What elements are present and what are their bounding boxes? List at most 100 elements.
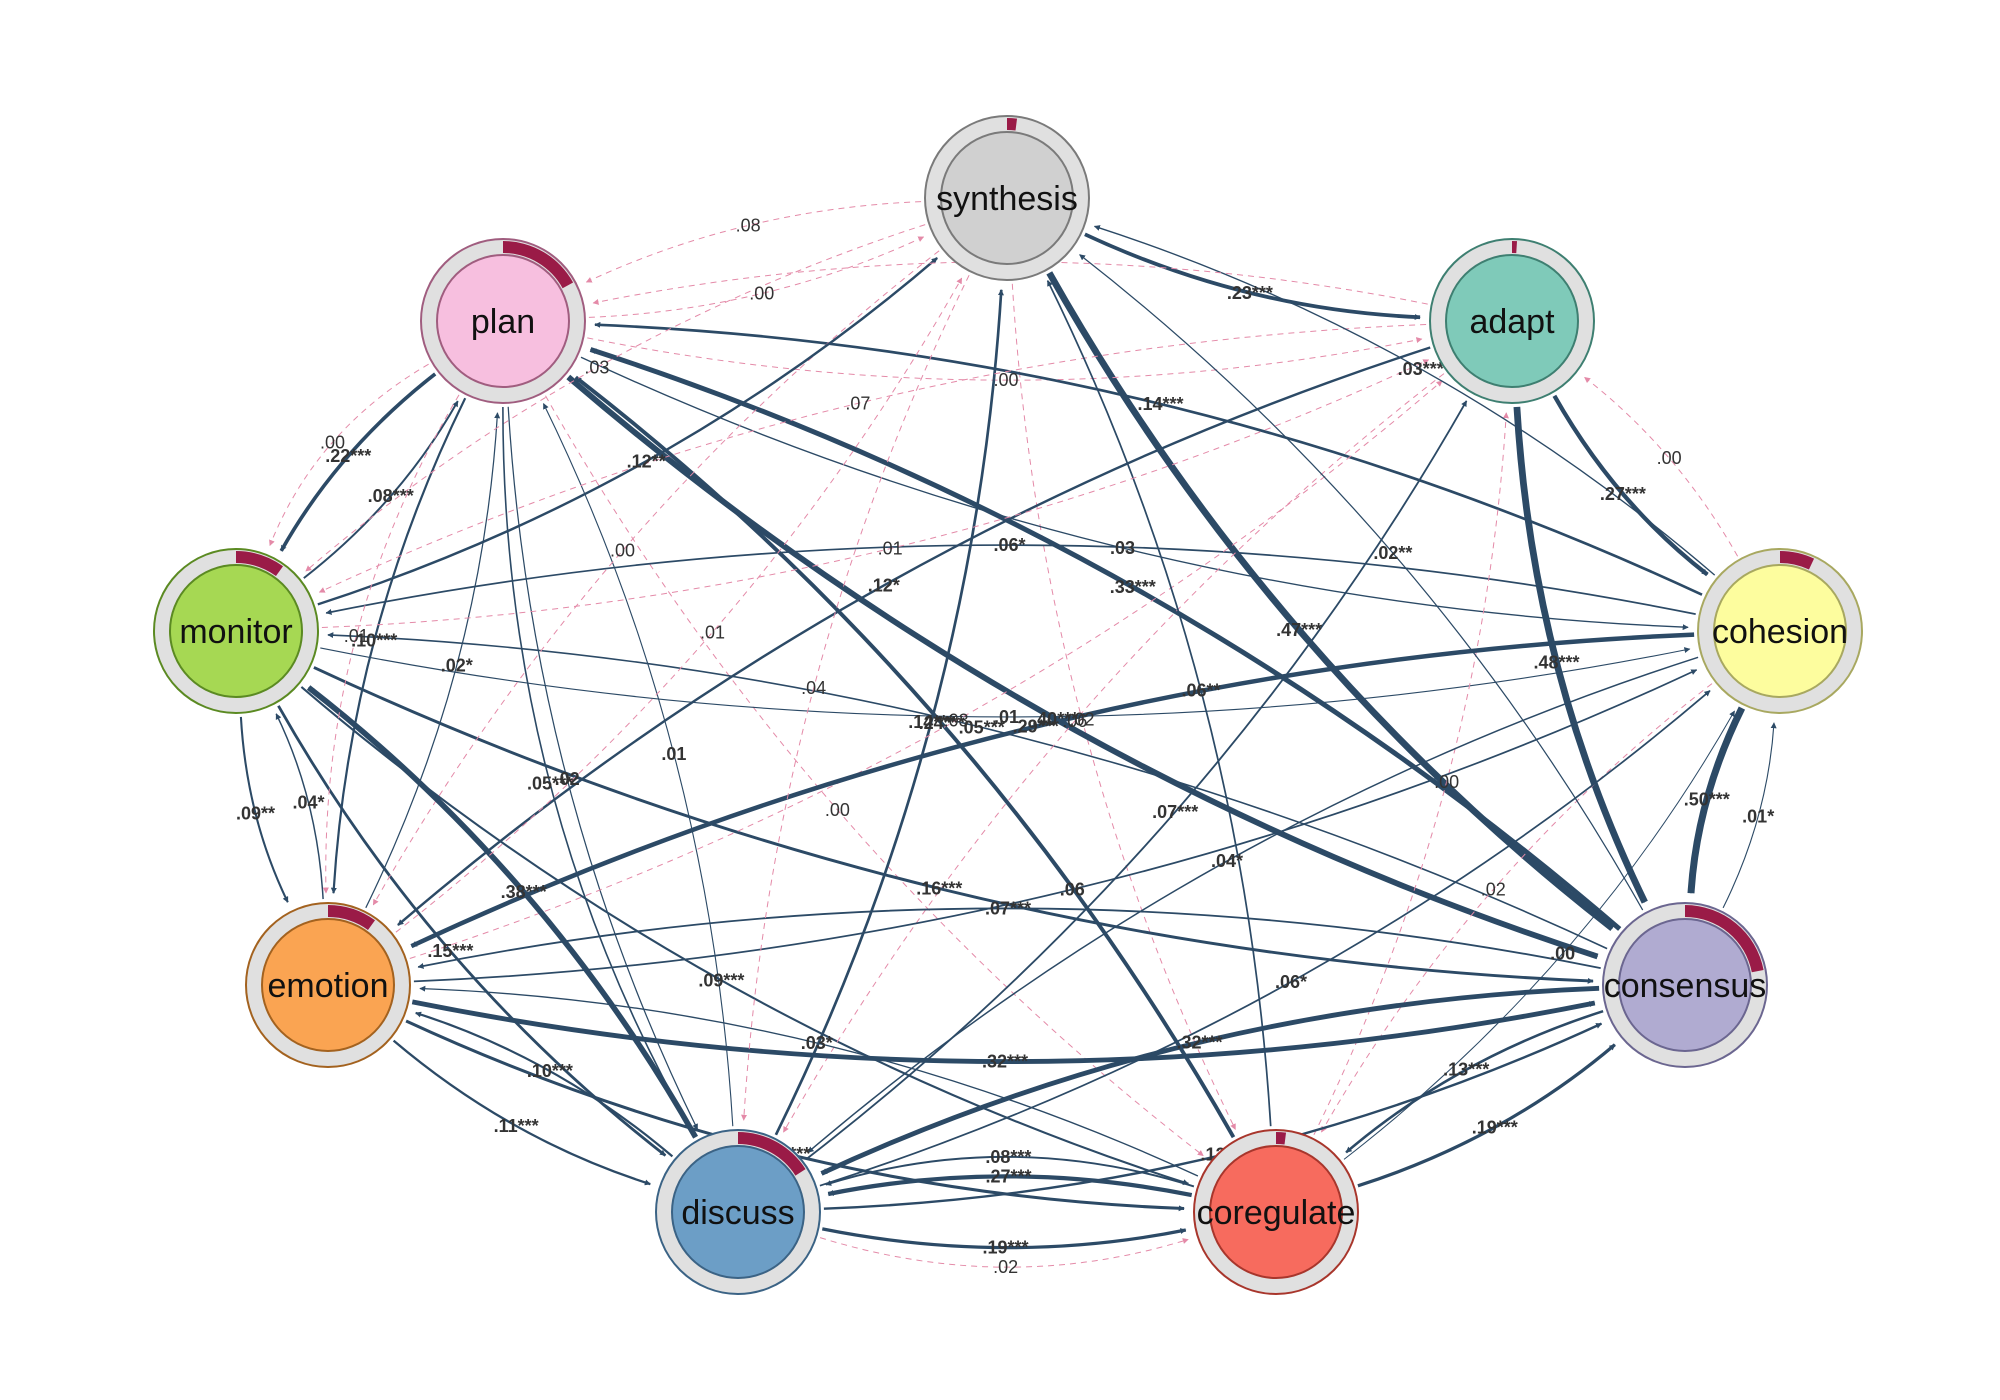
edge-synthesis-to-adapt [1084,232,1421,320]
edges-layer [239,201,1777,1268]
edge-label-cohesion-to-consensus: .50*** [1684,790,1730,810]
edge-discuss-to-adapt [805,400,1468,1161]
edge-label-coregulate-to-cohesion: .00 [1550,944,1575,964]
node-core-discuss [671,1145,805,1279]
edge-synthesis-to-consensus [1046,271,1615,932]
edge-label-consensus-to-emotion: .07*** [985,898,1031,918]
edge-coregulate-to-adapt [1313,412,1509,1136]
edge-coregulate-to-plan [574,375,1236,1139]
edge-label-synthesis-to-coregulate: .02 [1069,709,1094,729]
edge-label-plan-to-discuss: .05*** [527,774,573,794]
node-coregulate[interactable]: coregulate [1193,1129,1359,1295]
edge-plan-to-monitor [279,372,437,552]
edge-adapt-to-discuss [783,373,1445,1133]
edge-monitor-to-adapt [321,359,1430,628]
edge-label-coregulate-to-discuss: .27*** [985,1166,1031,1186]
node-cohesion[interactable]: cohesion [1697,548,1863,714]
node-plan[interactable]: plan [420,238,586,404]
node-label-emotion: emotion [268,967,389,1005]
edge-coregulate-to-synthesis [1046,280,1272,1127]
edge-cohesion-to-emotion [410,632,1695,949]
node-monitor[interactable]: monitor [153,548,319,714]
edge-label-consensus-to-synthesis: .02** [1373,543,1412,563]
node-pie-discuss [738,1132,806,1176]
edge-label-synthesis-to-consensus: .47*** [1276,620,1322,640]
edge-monitor-to-emotion [239,716,289,903]
edge-label-coregulate-to-synthesis: .06** [1181,681,1220,701]
edge-emotion-to-plan [365,412,501,909]
edge-label-emotion-to-synthesis: .01 [700,622,725,642]
edge-label-discuss-to-adapt: .07*** [1152,802,1198,822]
edge-label-plan-to-cohesion: .03 [1110,538,1135,558]
edge-consensus-to-synthesis [1079,254,1644,911]
edge-label-emotion-to-consensus: .32*** [982,1052,1028,1072]
node-pie-plan [503,241,574,289]
edge-label-emotion-to-discuss: .11*** [494,1116,539,1136]
edge-coregulate-to-discuss [827,1174,1193,1198]
edge-label-adapt-to-consensus: .48*** [1533,652,1579,672]
node-consensus[interactable]: consensus [1602,902,1768,1068]
node-pie-synthesis [1007,118,1018,131]
edge-label-emotion-to-cohesion: .06 [1060,879,1085,899]
edge-consensus-to-monitor [327,632,1608,950]
edge-plan-to-discuss [502,406,694,1133]
edge-label-consensus-to-discuss: .32*** [1176,1032,1222,1052]
edge-consensus-to-emotion [417,907,1601,970]
edge-synthesis-to-discuss [741,274,970,1121]
edge-label-consensus-to-plan: .33*** [1110,577,1156,597]
node-core-monitor [169,564,303,698]
edge-plan-to-emotion [330,397,467,894]
edge-plan-to-cohesion [580,356,1689,631]
node-emotion[interactable]: emotion [245,902,411,1068]
edge-plan-to-adapt [587,337,1423,381]
edge-label-coregulate-to-adapt: .00 [1434,772,1459,792]
edge-synthesis-to-coregulate [1011,283,1236,1130]
node-core-plan [436,254,570,388]
edge-emotion-to-adapt [409,380,1443,959]
node-synthesis[interactable]: synthesis [924,115,1090,281]
edge-label-cohesion-to-discuss: .04* [1211,851,1243,871]
edge-label-monitor-to-plan: .08*** [368,486,414,506]
edge-label-discuss-to-coregulate: .19*** [982,1238,1028,1258]
edge-label-cohesion-to-coregulate: .02 [1481,880,1506,900]
node-core-synthesis [940,131,1074,265]
edge-adapt-to-emotion [397,346,1431,927]
edge-label-consensus-to-monitor: .05*** [959,717,1005,737]
edge-cohesion-to-monitor [325,544,1696,615]
edge-label-discuss-to-cohesion: .06* [1275,972,1307,992]
edge-label-synthesis-to-plan: .08 [736,216,761,236]
edge-label-plan-to-monitor: .00 [320,432,345,452]
edge-consensus-to-plan [589,347,1622,931]
edge-consensus-to-discuss [820,985,1600,1176]
node-adapt[interactable]: adapt [1429,238,1595,404]
node-label-consensus: consensus [1604,967,1767,1005]
edge-label-cohesion-to-synthesis: .03*** [1398,359,1444,379]
node-label-plan: plan [471,303,535,341]
node-core-cohesion [1713,564,1847,698]
edge-discuss-to-plan [542,403,734,1127]
edge-label-monitor-to-consensus: .16*** [916,879,962,899]
node-discuss[interactable]: discuss [655,1129,821,1295]
edge-consensus-to-cohesion [1722,722,1777,909]
node-core-consensus [1618,918,1752,1052]
edge-label-plan-to-monitor: .22*** [325,446,371,466]
edge-plan-to-monitor [269,363,429,547]
edge-discuss-to-cohesion [819,690,1711,1187]
node-label-coregulate: coregulate [1197,1194,1356,1232]
edge-discuss-to-coregulate [819,1237,1189,1268]
edge-label-monitor-to-synthesis: .12** [627,451,666,471]
edge-label-monitor-to-cohesion: .01 [994,707,1019,727]
node-label-synthesis: synthesis [936,180,1078,218]
edge-label-discuss-to-synthesis: .14*** [908,712,954,732]
edge-label-coregulate-to-discuss: .08*** [985,1147,1031,1167]
edge-emotion-to-discuss [392,1039,651,1186]
edge-label-plan-to-coregulate: .00 [825,800,850,820]
node-label-cohesion: cohesion [1712,613,1848,651]
node-label-monitor: monitor [179,613,292,651]
edge-monitor-to-consensus [313,666,1594,984]
node-pie-monitor [236,551,284,576]
edge-label-emotion-to-monitor: .04* [292,793,324,813]
edge-discuss-to-monitor [306,685,699,1139]
edge-label-coregulate-to-plan: .24*** [919,713,965,733]
edge-label-plan-to-synthesis: .00 [749,284,774,304]
